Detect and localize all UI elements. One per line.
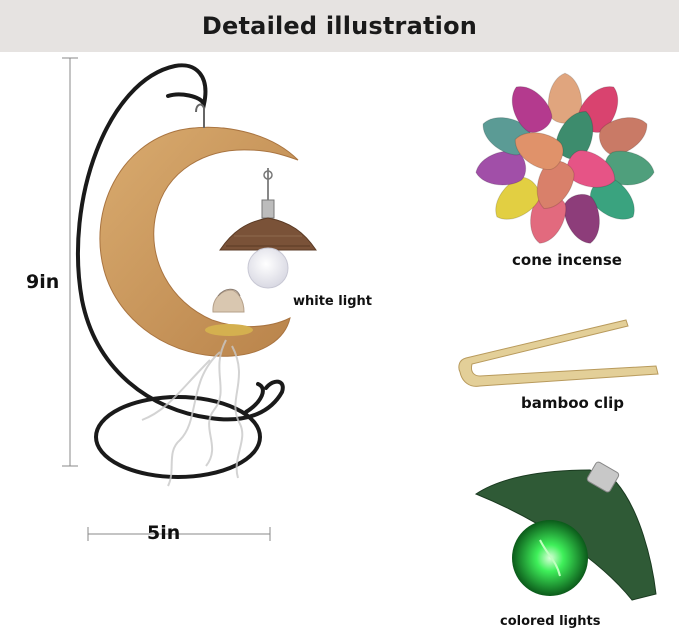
incense-cone [514, 132, 564, 171]
header-banner: Detailed illustration [0, 0, 679, 52]
incense-cone [511, 86, 553, 133]
white-light-label: white light [293, 294, 372, 309]
cone-holder [205, 288, 253, 336]
incense-cone [475, 150, 527, 186]
width-label: 5in [147, 522, 181, 544]
smoke-wisps [141, 339, 244, 487]
width-dimension-line [87, 527, 271, 541]
incense-cone [495, 176, 541, 220]
height-dimension-line [62, 57, 78, 467]
bamboo-clip-label: bamboo clip [521, 394, 624, 412]
wooden-crescent [99, 126, 299, 357]
bamboo-clip [458, 319, 659, 387]
iron-stand [75, 63, 285, 479]
page-title: Detailed illustration [201, 12, 478, 40]
incense-cone [536, 160, 575, 209]
hanging-lamp [219, 168, 317, 289]
incense-cone [566, 149, 616, 188]
colored-light [474, 461, 657, 601]
hanging-hook [195, 103, 205, 128]
cone-incense-label: cone incense [512, 251, 622, 269]
incense-cone [555, 111, 594, 160]
colored-lights-label: colored lights [500, 614, 601, 629]
cone-incense-cluster [475, 72, 655, 244]
incense-cone [563, 193, 600, 244]
height-label: 9in [26, 271, 60, 293]
incense-cone [598, 117, 648, 156]
